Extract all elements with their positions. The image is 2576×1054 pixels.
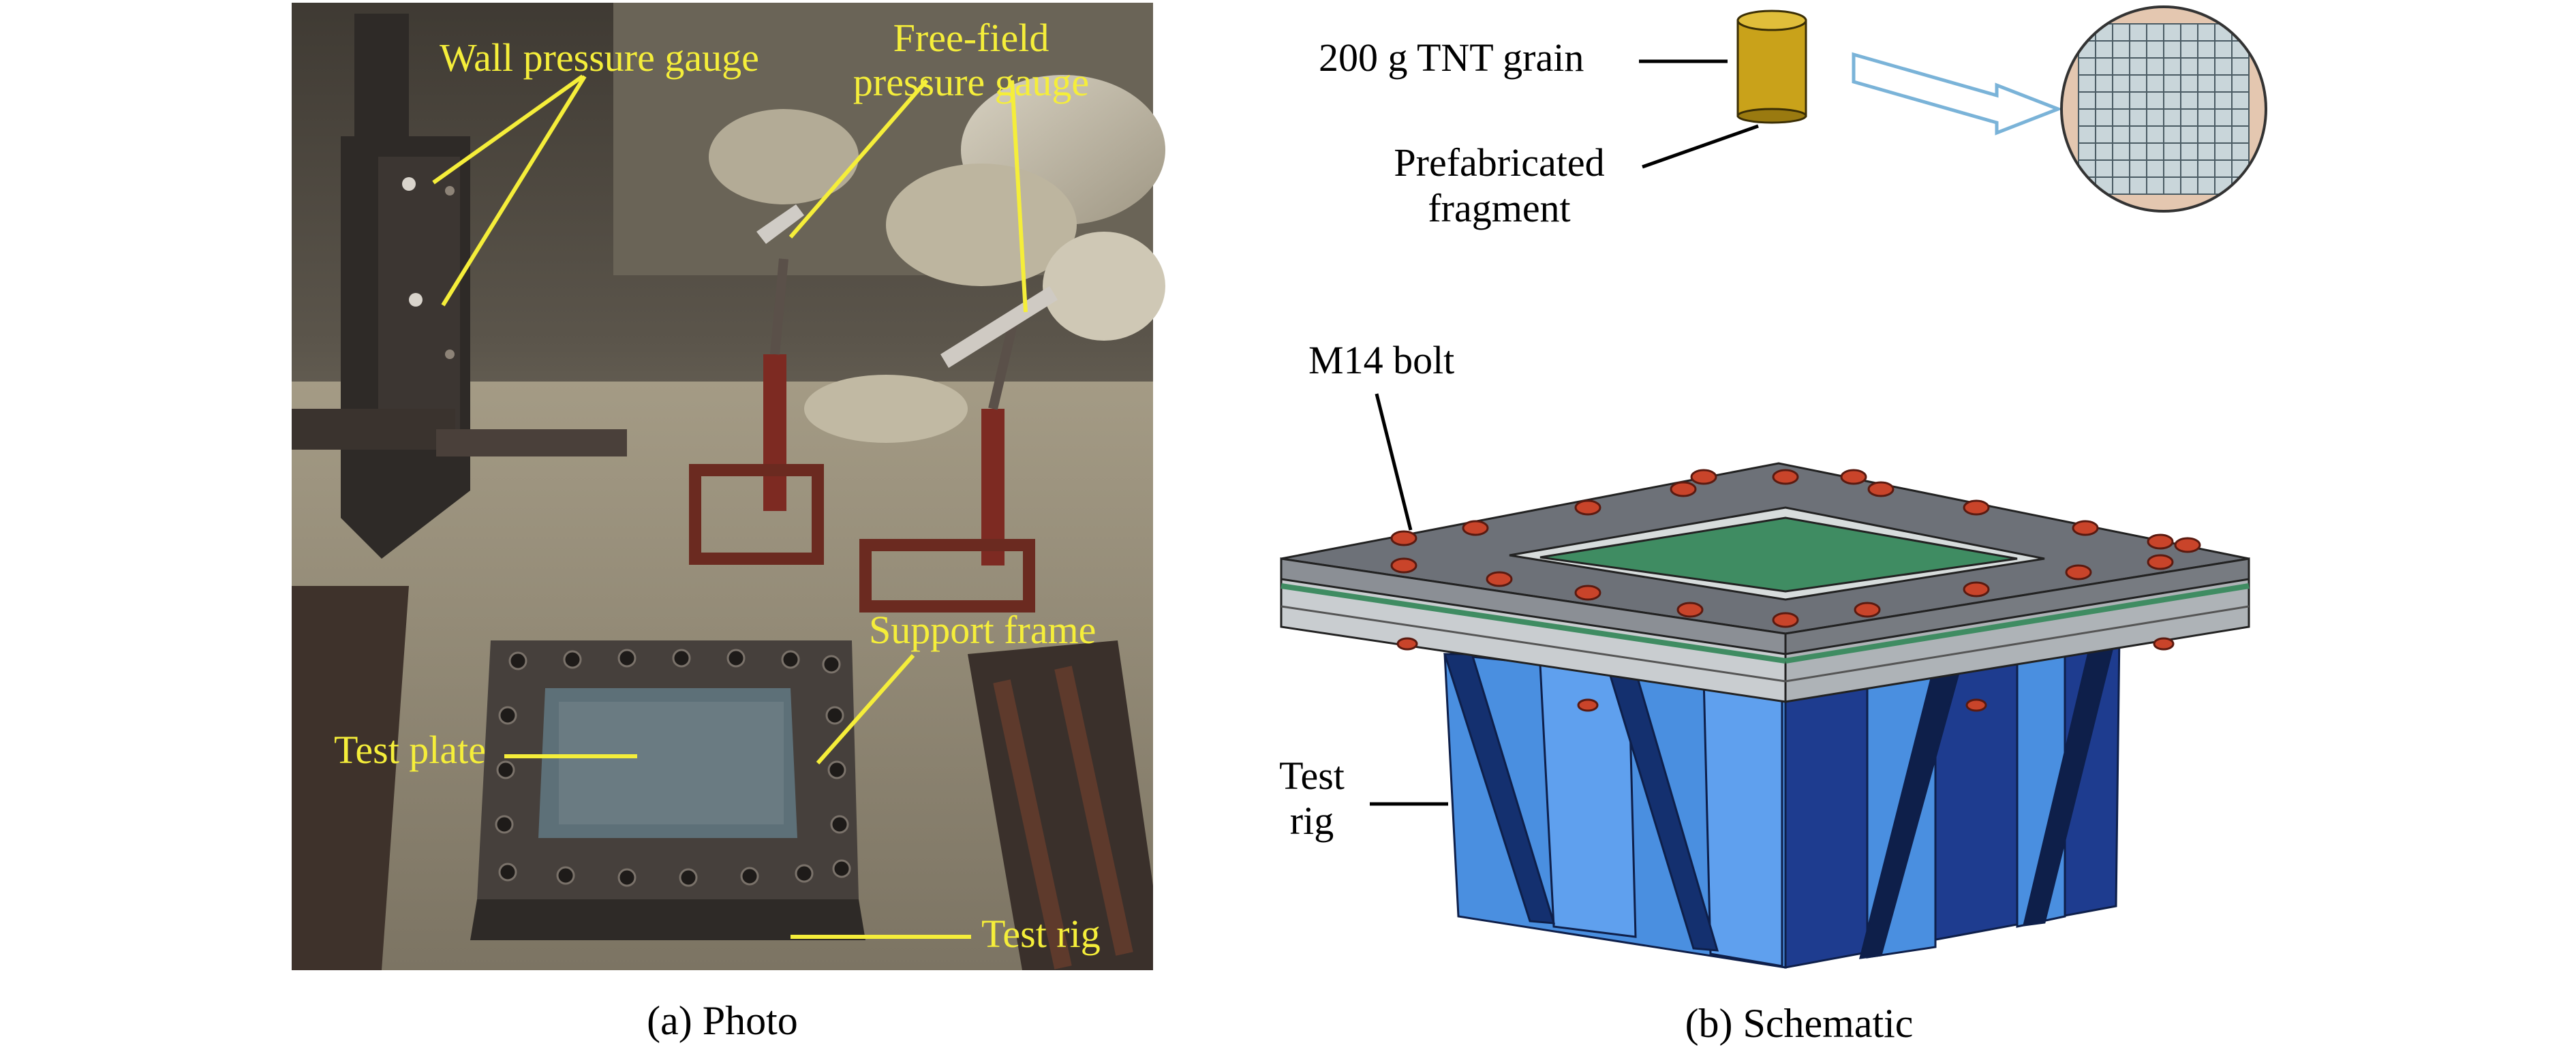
bolt-heads <box>1390 469 2201 712</box>
sandbag <box>886 164 1077 286</box>
floor-beam <box>292 586 409 970</box>
tnt-cylinder <box>1736 10 1807 124</box>
label-tnt: 200 g TNT grain <box>1319 35 1584 80</box>
test-rig <box>1443 632 2121 969</box>
sandbag <box>804 375 968 443</box>
free-field-stand <box>859 286 1058 613</box>
photo-panel: Wall pressure gauge Free-field pressure … <box>292 3 1165 970</box>
leader-fragment <box>1642 124 1759 169</box>
plate-stack <box>1280 462 2250 703</box>
label-test-plate: Test plate <box>334 728 486 772</box>
label-rig-line1: Test <box>1279 754 1345 798</box>
sandbag <box>1043 232 1165 341</box>
schematic-panel: 200 g TNT grain Prefabricated fragment <box>1279 5 2267 969</box>
label-test-rig: Test rig <box>981 912 1101 956</box>
sandbag <box>709 109 859 204</box>
label-bolt: M14 bolt <box>1308 338 1454 382</box>
free-field-stand <box>689 204 824 565</box>
support-frame <box>968 640 1153 970</box>
leader-bolt <box>1375 393 1413 531</box>
label-support-frame: Support frame <box>869 608 1096 652</box>
fragment-disk <box>2060 5 2267 213</box>
caption-schematic: (b) Schematic <box>1685 1001 1914 1046</box>
caption-photo: (a) Photo <box>647 998 798 1043</box>
label-fragment-line2: fragment <box>1428 186 1570 230</box>
label-free-field-line2: pressure gauge <box>853 60 1089 104</box>
plate-bolts <box>495 649 851 887</box>
photo-leader-lines <box>432 74 1028 939</box>
label-rig-line2: rig <box>1290 799 1334 843</box>
label-free-field-line1: Free-field <box>893 16 1049 60</box>
photo-test-plate <box>470 640 865 940</box>
label-wall-pressure-gauge: Wall pressure gauge <box>440 35 759 80</box>
label-fragment-line1: Prefabricated <box>1394 140 1604 185</box>
arrow-icon <box>1852 52 2063 136</box>
